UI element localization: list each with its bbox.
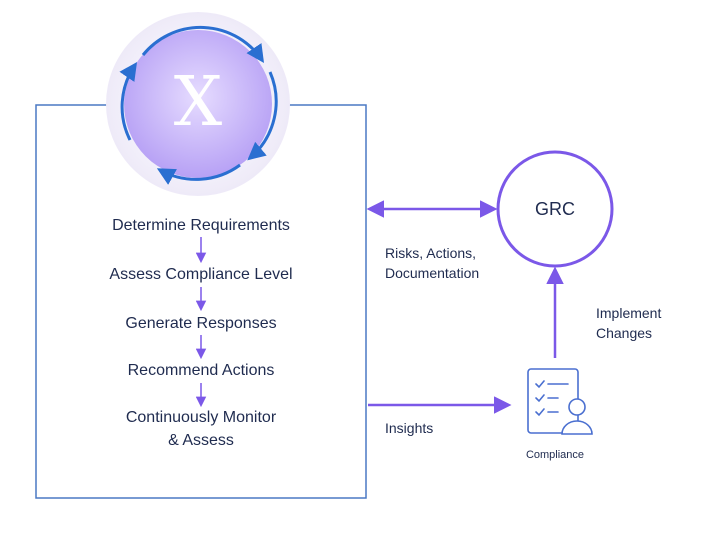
step-generate-responses: Generate Responses: [125, 315, 277, 332]
cycle-arc-top: [141, 25, 265, 63]
compliance-checklist-person-icon: [527, 368, 593, 435]
step-determine-requirements: Determine Requirements: [112, 217, 290, 234]
logo-letter: X: [173, 63, 223, 142]
logo-emblem: [106, 12, 290, 196]
documentation-label: Documentation: [385, 265, 480, 281]
cycle-arc-right: [247, 71, 278, 161]
cycle-arc-bottom: [156, 163, 241, 185]
step-assess-compliance-level: Assess Compliance Level: [109, 266, 293, 283]
step-continuously-monitor: Continuously Monitor: [125, 409, 277, 426]
cycle-arc-left: [119, 62, 138, 141]
risks-actions-label: Risks, Actions,: [385, 245, 477, 261]
compliance-label: Compliance: [525, 449, 585, 461]
grc-circle: [496, 150, 614, 268]
step-and-assess: & Assess: [168, 432, 234, 449]
changes-label: Changes: [596, 325, 653, 341]
grc-label: GRC: [535, 199, 575, 219]
implement-label: Implement: [596, 305, 662, 321]
step-recommend-actions: Recommend Actions: [127, 362, 275, 379]
insights-label: Insights: [385, 420, 434, 436]
